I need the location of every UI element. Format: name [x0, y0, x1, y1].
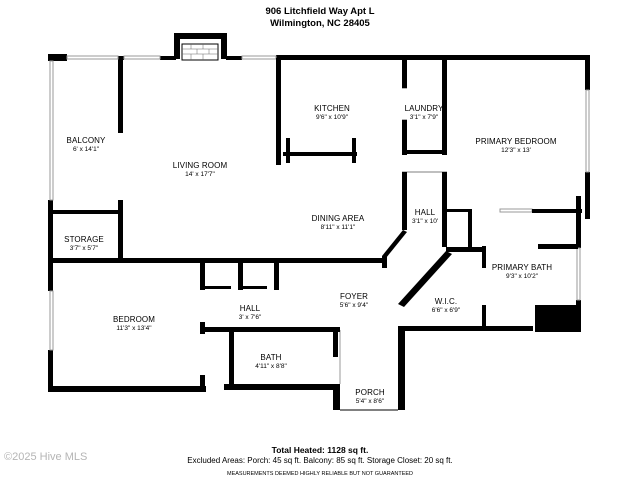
room-name: DINING AREA — [311, 214, 365, 223]
room-dimensions: 14' x 17'7" — [185, 171, 215, 178]
room-dimensions: 3' x 7'6" — [238, 314, 262, 321]
address-line-1: 906 Litchfield Way Apt L — [265, 6, 375, 17]
room-name: FOYER — [339, 292, 369, 301]
room-name: LAUNDRY — [404, 104, 444, 113]
total-heated: Total Heated: 1128 sq ft. — [271, 445, 369, 455]
room-dimensions: 4'11" x 8'8" — [255, 363, 287, 370]
room-dimensions: 3'1" x 7'9" — [409, 114, 439, 121]
room-dimensions: 5'4" x 8'6" — [355, 398, 385, 405]
room-label-primary-bedroom: PRIMARY BEDROOM 12'3" x 13' — [475, 137, 556, 155]
room-name: PORCH — [355, 388, 385, 397]
room-name: BATH — [260, 353, 282, 362]
room-name: HALL — [239, 304, 261, 313]
room-label-foyer: FOYER 5'6" x 9'4" — [340, 292, 368, 310]
room-dimensions: 3'7" x 5'7" — [69, 245, 99, 252]
interior-walls — [48, 58, 582, 390]
room-name: BALCONY — [66, 136, 106, 145]
room-name: HALL — [414, 208, 436, 217]
door-markers — [402, 87, 447, 173]
room-dimensions: 9'3" x 10'2" — [505, 273, 539, 280]
room-label-bath: BATH 4'11" x 8'8" — [255, 353, 287, 371]
room-name: BEDROOM — [112, 315, 156, 324]
room-dimensions: 9'6" x 10'9" — [315, 114, 349, 121]
room-name: LIVING ROOM — [172, 161, 228, 170]
room-label-kitchen: KITCHEN 9'6" x 10'9" — [314, 104, 350, 122]
room-name: STORAGE — [64, 235, 104, 244]
room-name: PRIMARY BATH — [491, 263, 553, 272]
room-label-bedroom: BEDROOM 11'3" x 13'4" — [113, 315, 155, 333]
room-label-hall-right: HALL 3'1" x 10' — [412, 208, 438, 226]
room-dimensions: 5'6" x 9'4" — [339, 302, 369, 309]
room-dimensions: 11'3" x 13'4" — [116, 325, 152, 332]
room-label-porch: PORCH 5'4" x 8'6" — [355, 388, 384, 406]
room-name: PRIMARY BEDROOM — [475, 137, 557, 146]
room-dimensions: 6' x 14'1" — [72, 146, 100, 153]
room-name: KITCHEN — [314, 104, 350, 113]
room-label-primary-bath: PRIMARY BATH 9'3" x 10'2" — [492, 263, 552, 281]
watermark: ©2025 Hive MLS — [4, 451, 88, 463]
room-label-balcony: BALCONY 6' x 14'1" — [67, 136, 106, 154]
room-dimensions: 6'6" x 6'9" — [431, 307, 461, 314]
room-dimensions: 3'1" x 10' — [411, 218, 439, 225]
room-dimensions: 8'11" x 11'1" — [320, 224, 356, 231]
room-label-storage: STORAGE 3'7" x 5'7" — [64, 235, 104, 253]
room-label-laundry: LAUNDRY 3'1" x 7'9" — [405, 104, 444, 122]
room-label-wic: W.I.C. 6'6" x 6'9" — [432, 297, 460, 315]
windows — [49, 55, 590, 411]
disclaimer: MEASUREMENTS DEEMED HIGHLY RELIABLE BUT … — [226, 471, 414, 477]
room-label-hall-left: HALL 3' x 7'6" — [239, 304, 262, 322]
room-label-living-room: LIVING ROOM 14' x 17'7" — [173, 161, 227, 179]
room-name: W.I.C. — [434, 297, 458, 306]
excluded-areas: Excluded Areas: Porch: 45 sq ft. Balcony… — [187, 456, 453, 465]
room-dimensions: 12'3" x 13' — [501, 147, 531, 154]
address-line-2: Wilmington, NC 28405 — [270, 18, 370, 29]
fireplace — [174, 33, 227, 61]
exterior-walls — [48, 54, 590, 410]
room-label-dining-area: DINING AREA 8'11" x 11'1" — [312, 214, 365, 232]
